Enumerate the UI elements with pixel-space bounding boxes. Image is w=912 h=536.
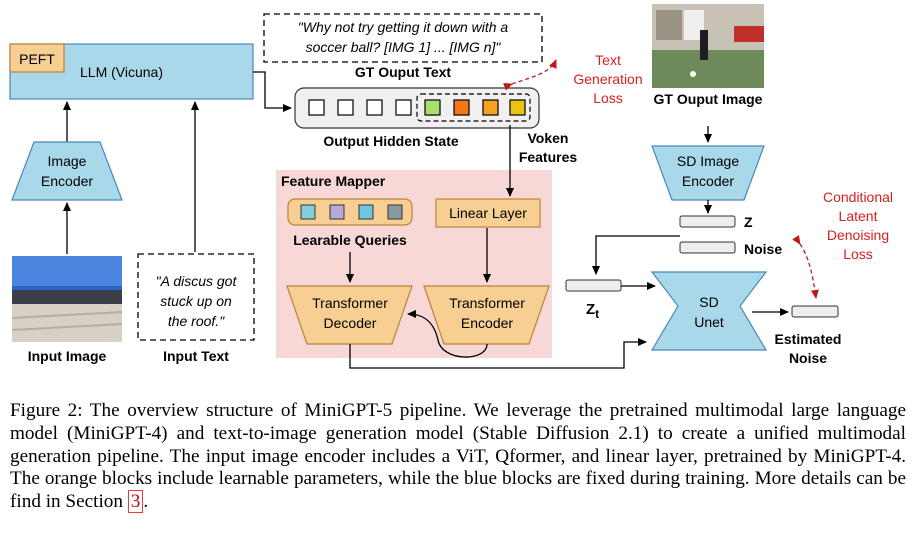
image-encoder-label-2: Encoder [41,173,93,189]
voken-token-4 [509,99,526,116]
unet-label-1: SD [699,294,718,310]
text-loss-line-3: Loss [593,90,623,106]
decoder-label-1: Transformer [312,295,388,311]
voken-token-1 [424,99,441,116]
hidden-state-title: Output Hidden State [323,133,459,149]
cond-loss-line-3: Denoising [827,227,889,243]
cond-loss-arrow [792,235,819,299]
arrow-mapper-to-unet [349,338,647,369]
query-token-1 [300,204,316,220]
input-image-title: Input Image [28,348,107,364]
input-text-line-1: "A discus got [156,273,238,289]
sd-encoder-label-2: Encoder [682,173,734,189]
hidden-token-1 [308,99,325,116]
zt-bar [565,279,622,292]
zt-subscript: t [595,307,599,321]
gt-text-title: GT Ouput Text [355,64,452,80]
text-loss-line-2: Generation [573,71,642,87]
arrow-encoder-to-decoder [407,310,488,358]
caption-end: . [143,491,149,513]
queries-label: Learable Queries [293,232,407,248]
linear-layer-label: Linear Layer [449,205,527,221]
voken-label-1: Voken [528,130,569,146]
cond-loss-line-2: Latent [839,208,878,224]
hidden-token-4 [395,99,412,116]
image-encoder-label-1: Image [48,153,87,169]
input-text-line-2: stuck up on [160,293,232,309]
query-token-3 [358,204,374,220]
input-text-box [137,253,255,341]
cond-loss-line-4: Loss [843,246,873,262]
voken-token-2 [453,99,470,116]
input-text-line-3: the roof." [168,313,225,329]
feature-mapper-title: Feature Mapper [281,173,386,189]
estimated-noise-label-2: Noise [789,350,827,366]
peft-label: PEFT [19,51,55,67]
estimated-noise-bar [791,305,839,318]
gt-text-box [263,13,543,63]
sd-image-encoder [651,145,765,201]
z-latent-bar [679,215,736,228]
cond-loss-line-1: Conditional [823,189,893,205]
z-label: Z [744,214,753,230]
transformer-decoder [286,285,413,345]
query-token-4 [387,204,403,220]
unet-label-2: Unet [694,314,724,330]
figure-caption: Figure 2: The overview structure of Mini… [10,400,906,514]
peft-box [9,43,65,73]
noise-label: Noise [744,241,782,257]
sd-unet [650,271,768,351]
input-text-title: Input Text [163,348,229,364]
arrow-z-to-zt [592,235,680,275]
text-loss-line-1: Text [595,52,621,68]
caption-text: Figure 2: The overview structure of Mini… [10,400,906,513]
query-token-2 [329,204,345,220]
hidden-token-3 [366,99,383,116]
sd-encoder-label-1: SD Image [677,153,739,169]
arrow-llm-to-hidden-state [253,71,292,112]
section-reference-link[interactable]: 3 [127,490,144,514]
voken-token-3 [482,99,499,116]
pipeline-diagram: Feature Mapper PEFT LLM (Vicuna) Image E… [9,4,893,369]
encoder-label-2: Encoder [461,315,513,331]
transformer-encoder [423,285,550,345]
gt-output-image [652,4,764,88]
image-encoder [11,141,123,201]
input-image [11,256,123,342]
llm-label: LLM (Vicuna) [80,64,163,80]
text-loss-arrow [503,59,557,91]
voken-group [416,93,531,122]
gt-image-title: GT Ouput Image [654,91,763,107]
linear-layer-box [435,198,541,228]
voken-label-2: Features [519,149,578,165]
noise-bar [679,241,736,254]
gt-text-line-1: "Why not try getting it down with a [298,19,509,35]
hidden-token-2 [337,99,354,116]
zt-label: Zt [586,301,599,321]
estimated-noise-label-1: Estimated [775,331,842,347]
encoder-label-1: Transformer [449,295,525,311]
gt-text-line-2: soccer ball? [IMG 1] ... [IMG n]" [306,39,502,55]
queries-box [287,198,413,226]
decoder-label-2: Decoder [324,315,377,331]
